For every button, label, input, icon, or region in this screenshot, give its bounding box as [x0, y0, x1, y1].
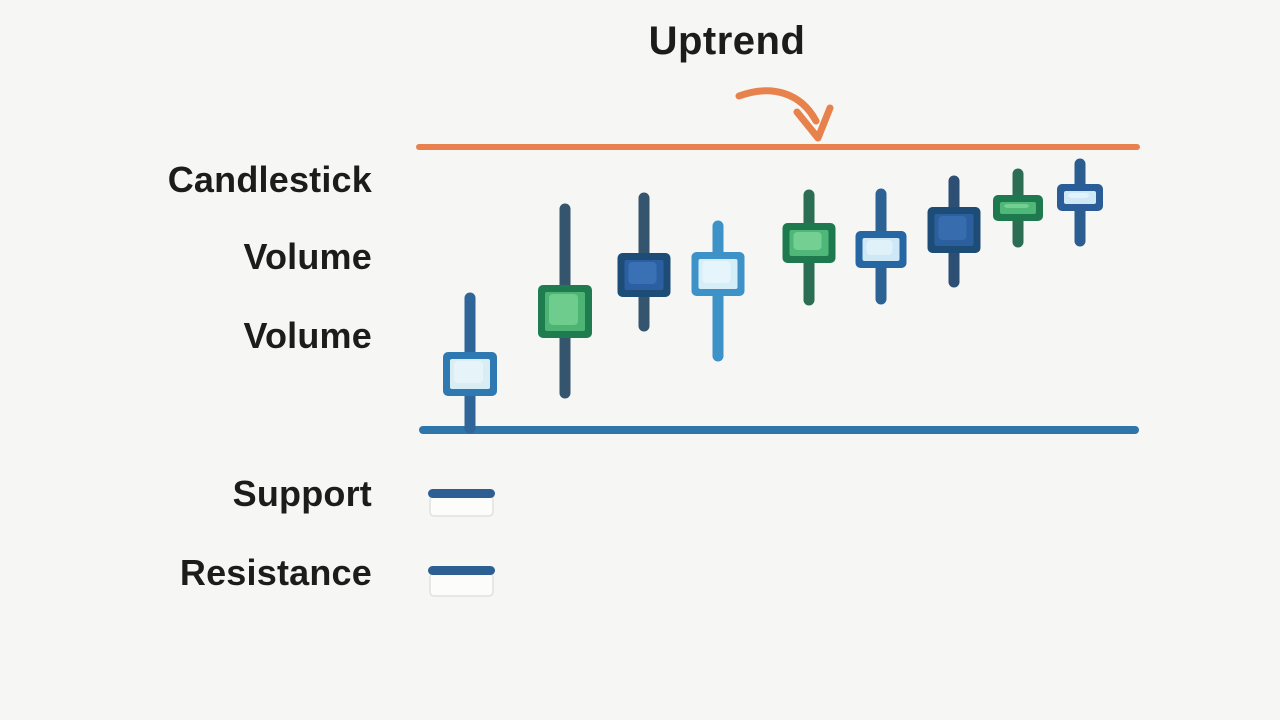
resistance-swatch: [428, 566, 495, 597]
candle-1-light-blue: [443, 292, 497, 434]
uptrend-arrow-icon: [735, 87, 834, 142]
label-resistance: Resistance: [179, 552, 372, 593]
candle-6-light-blue: [855, 188, 907, 305]
label-candlestick: Candlestick: [167, 159, 372, 200]
candle-7-dark-blue: [927, 175, 981, 288]
support-swatch: [428, 489, 495, 517]
candle-2-green: [538, 203, 592, 399]
candle-8-green: [993, 168, 1043, 248]
candle-5-green: [782, 189, 836, 306]
diagram-title: Uptrend: [648, 19, 806, 63]
label-volume-2: Volume: [243, 315, 372, 356]
candle-3-dark-blue: [617, 192, 671, 332]
label-volume-1: Volume: [243, 236, 372, 277]
candle-9-light-blue: [1057, 158, 1103, 247]
label-support: Support: [232, 473, 372, 514]
candle-4-light-blue: [691, 220, 745, 362]
